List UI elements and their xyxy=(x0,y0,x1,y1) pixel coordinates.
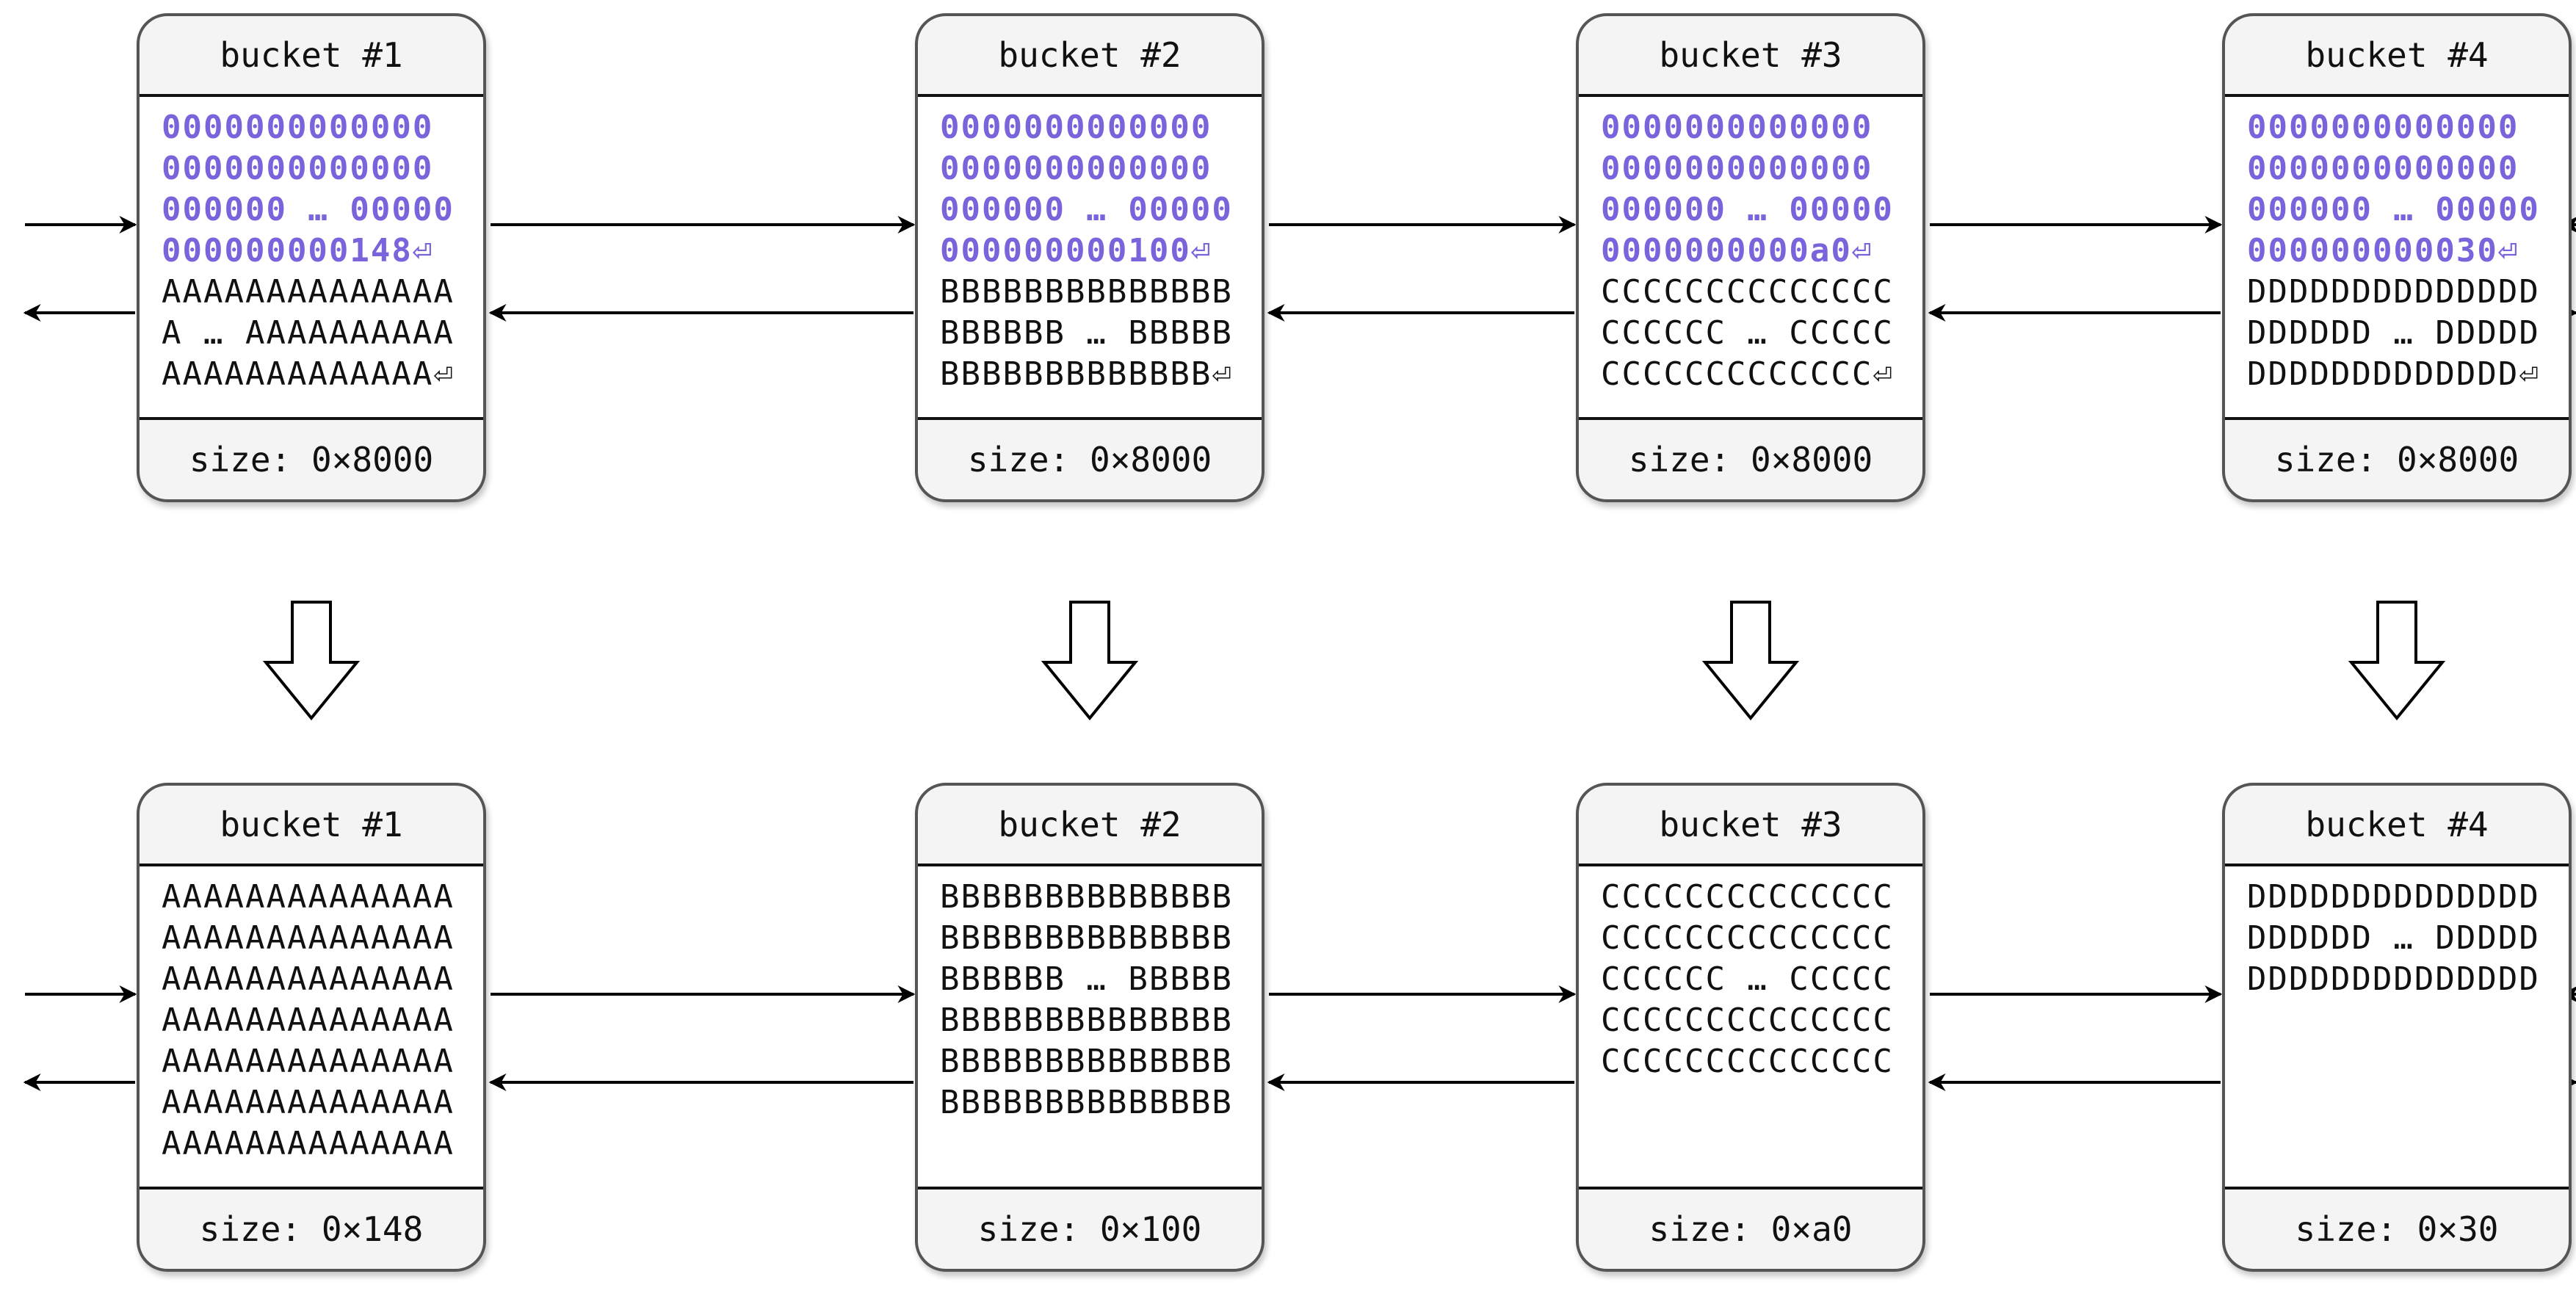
data-line: CCCCCCCCCCCCCC xyxy=(1601,1043,1894,1080)
bucket-size: size: 0×148 xyxy=(199,1209,424,1249)
data-line: BBBBBBBBBBBBBB xyxy=(940,1002,1233,1039)
bucket-title: bucket #4 xyxy=(2225,786,2569,866)
bucket-title: bucket #1 xyxy=(140,16,483,97)
header-line: 0000000000000 xyxy=(940,150,1212,187)
data-line: AAAAAAAAAAAAAA xyxy=(162,1125,455,1162)
data-line: BBBBBBBBBBBBB⏎ xyxy=(940,355,1233,393)
bucket-title: bucket #3 xyxy=(1579,16,1922,97)
data-line: CCCCCC … CCCCC xyxy=(1601,960,1894,998)
data-line: CCCCCC … CCCCC xyxy=(1601,314,1894,352)
data-line: DDDDDDDDDDDDDD xyxy=(2247,878,2540,916)
bucket-size: size: 0×8000 xyxy=(967,440,1212,479)
data-line: DDDDDDDDDDDDD⏎ xyxy=(2247,355,2540,393)
header-line: 000000000100⏎ xyxy=(940,232,1212,269)
data-line: AAAAAAAAAAAAAA xyxy=(162,1002,455,1039)
transform-down-arrow-2 xyxy=(1041,601,1139,721)
data-line: AAAAAAAAAAAAAA xyxy=(162,960,455,998)
bucket-size: size: 0×100 xyxy=(977,1209,1202,1249)
data-line: BBBBBBBBBBBBBB xyxy=(940,1084,1233,1121)
header-line: 000000 … 00000 xyxy=(162,191,455,228)
data-line: CCCCCCCCCCCCCC xyxy=(1601,1002,1894,1039)
data-line: A … AAAAAAAAAA xyxy=(162,314,455,352)
header-line: 0000000000000 xyxy=(2247,109,2519,146)
bucket-size: size: 0×30 xyxy=(2295,1209,2499,1249)
bucket-contents: 0000000000000 0000000000000 000000 … 00000… xyxy=(2225,97,2569,420)
bucket-title: bucket #4 xyxy=(2225,16,2569,97)
data-line: CCCCCCCCCCCCC⏎ xyxy=(1601,355,1894,393)
data-line: AAAAAAAAAAAAAA xyxy=(162,1043,455,1080)
header-line: 000000 … 00000 xyxy=(940,191,1233,228)
data-line: AAAAAAAAAAAAAA xyxy=(162,1084,455,1121)
data-line: BBBBBB … BBBBB xyxy=(940,960,1233,998)
data-line: AAAAAAAAAAAAA⏎ xyxy=(162,355,455,393)
header-line: 0000000000a0⏎ xyxy=(1601,232,1873,269)
header-line: 0000000000000 xyxy=(162,150,434,187)
data-line: BBBBBBBBBBBBBB xyxy=(940,1043,1233,1080)
transform-down-arrow-1 xyxy=(262,601,361,721)
data-line: DDDDDDDDDDDDDD xyxy=(2247,960,2540,998)
header-line: 0000000000000 xyxy=(2247,150,2519,187)
header-line: 000000 … 00000 xyxy=(2247,191,2540,228)
data-line: CCCCCCCCCCCCCC xyxy=(1601,878,1894,916)
data-line: BBBBBBBBBBBBBB xyxy=(940,919,1233,957)
header-line: 000000 … 00000 xyxy=(1601,191,1894,228)
data-line: AAAAAAAAAAAAAA xyxy=(162,878,455,916)
bucket-contents: 0000000000000 0000000000000 000000 … 00000… xyxy=(140,97,483,420)
data-line: AAAAAAAAAAAAAA xyxy=(162,919,455,957)
header-line: 0000000000000 xyxy=(1601,150,1873,187)
data-line: DDDDDDDDDDDDDD xyxy=(2247,273,2540,311)
bucket-size: size: 0×8000 xyxy=(189,440,434,479)
data-line: CCCCCCCCCCCCCC xyxy=(1601,919,1894,957)
transform-down-arrow-3 xyxy=(1701,601,1800,721)
bucket-title: bucket #2 xyxy=(918,16,1262,97)
header-line: 000000000030⏎ xyxy=(2247,232,2519,269)
transform-down-arrow-4 xyxy=(2348,601,2446,721)
bucket-contents: 0000000000000 0000000000000 000000 … 00000… xyxy=(1579,97,1922,420)
data-line: AAAAAAAAAAAAAA xyxy=(162,273,455,311)
bucket-title: bucket #3 xyxy=(1579,786,1922,866)
header-line: 0000000000000 xyxy=(162,109,434,146)
header-line: 0000000000000 xyxy=(1601,109,1873,146)
data-line: DDDDDD … DDDDD xyxy=(2247,314,2540,352)
data-line: BBBBBBBBBBBBBB xyxy=(940,273,1233,311)
bucket-title: bucket #1 xyxy=(140,786,483,866)
bucket-size: size: 0×8000 xyxy=(2274,440,2519,479)
data-line: DDDDDD … DDDDD xyxy=(2247,919,2540,957)
header-line: 000000000148⏎ xyxy=(162,232,434,269)
data-line: CCCCCCCCCCCCCC xyxy=(1601,273,1894,311)
bucket-title: bucket #2 xyxy=(918,786,1262,866)
data-line: BBBBBB … BBBBB xyxy=(940,314,1233,352)
bucket-size: size: 0×a0 xyxy=(1649,1209,1853,1249)
bucket-contents: 0000000000000 0000000000000 000000 … 00000… xyxy=(918,97,1262,420)
data-line: BBBBBBBBBBBBBB xyxy=(940,878,1233,916)
header-line: 0000000000000 xyxy=(940,109,1212,146)
bucket-size: size: 0×8000 xyxy=(1628,440,1873,479)
